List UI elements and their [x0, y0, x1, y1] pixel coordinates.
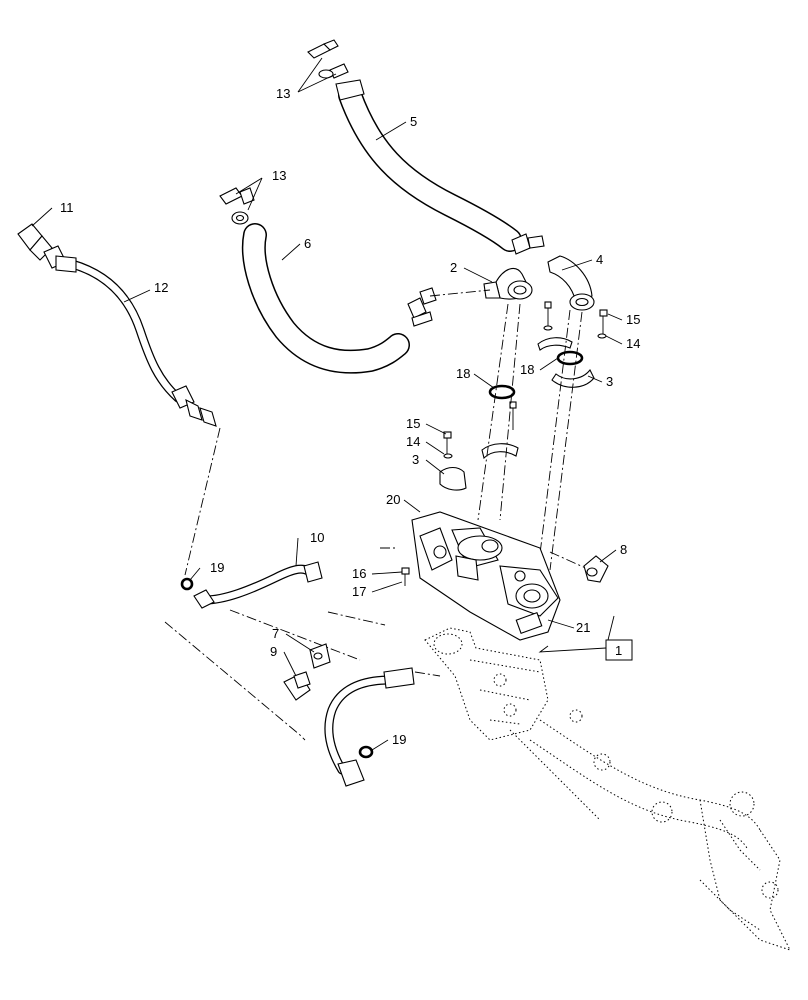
o-ring-18-right: [556, 350, 584, 366]
callout-4: 4: [596, 252, 603, 267]
washer-14-mid: [443, 453, 453, 459]
callout-3-mid: 3: [412, 452, 419, 467]
pump-20: [411, 511, 561, 641]
callout-18-left: 18: [456, 366, 470, 381]
fitting-8: [583, 555, 609, 583]
clamp-half-mid: [481, 443, 519, 460]
callout-13-mid: 13: [272, 168, 286, 183]
leader-lines: [31, 57, 623, 751]
callout-9: 9: [270, 644, 277, 659]
fitting-hose-6-lower: [407, 287, 437, 327]
fitting-13-mid: [219, 187, 255, 225]
reference-valve-block: [424, 627, 549, 741]
fitting-11: [17, 223, 77, 273]
fitting-9: [283, 671, 311, 701]
reference-box-1: 1: [605, 639, 633, 661]
callout-10: 10: [310, 530, 324, 545]
callout-16: 16: [352, 566, 366, 581]
callout-14-mid: 14: [406, 434, 420, 449]
fitting-hose-5-lower: [511, 233, 545, 255]
elbow-4: [547, 255, 595, 311]
callout-11: 11: [60, 200, 74, 215]
hose-lower: [324, 667, 415, 787]
o-ring-19-lower: [358, 745, 374, 759]
callout-21: 21: [576, 620, 590, 635]
callout-8: 8: [620, 542, 627, 557]
callout-17: 17: [352, 584, 366, 599]
clamp-half-upper: [537, 337, 573, 351]
tube-10: [193, 561, 323, 609]
callout-19-left: 19: [210, 560, 224, 575]
reference-frame-arms: [509, 709, 791, 951]
callout-19-lower: 19: [392, 732, 406, 747]
callout-15-mid: 15: [406, 416, 420, 431]
o-ring-19-left: [180, 577, 194, 591]
callout-6: 6: [304, 236, 311, 251]
bolt-15-mid: [443, 431, 452, 454]
fitting-13-top: [307, 39, 349, 79]
o-ring-18-left: [488, 384, 516, 400]
fitting-hose-12-lower: [171, 385, 217, 427]
callout-18-right: 18: [520, 362, 534, 377]
callout-3-upper: 3: [606, 374, 613, 389]
hose-5: [335, 79, 522, 252]
fitting-7: [309, 643, 331, 669]
bolt-16-17: [401, 567, 410, 586]
callout-14-upper: 14: [626, 336, 640, 351]
clamp-3-mid: [439, 466, 467, 491]
hose-6: [241, 223, 410, 374]
callout-20: 20: [386, 492, 400, 507]
bolt-mid-center: [509, 401, 517, 430]
hose-12: [67, 259, 183, 403]
reference-box-label: 1: [615, 643, 622, 658]
callout-13-top: 13: [276, 86, 290, 101]
washer-14-upper: [597, 333, 607, 339]
callout-labels: 13 5 13 11 6 12 2 4 15 14 18 18 3 15 14 …: [60, 86, 640, 747]
callout-2: 2: [450, 260, 457, 275]
elbow-2: [483, 267, 533, 300]
callout-15-upper: 15: [626, 312, 640, 327]
callout-7: 7: [272, 626, 279, 641]
alignment-lines: [164, 289, 591, 741]
callout-5: 5: [410, 114, 417, 129]
callout-12: 12: [154, 280, 168, 295]
bolt-upper-center: [543, 301, 553, 331]
